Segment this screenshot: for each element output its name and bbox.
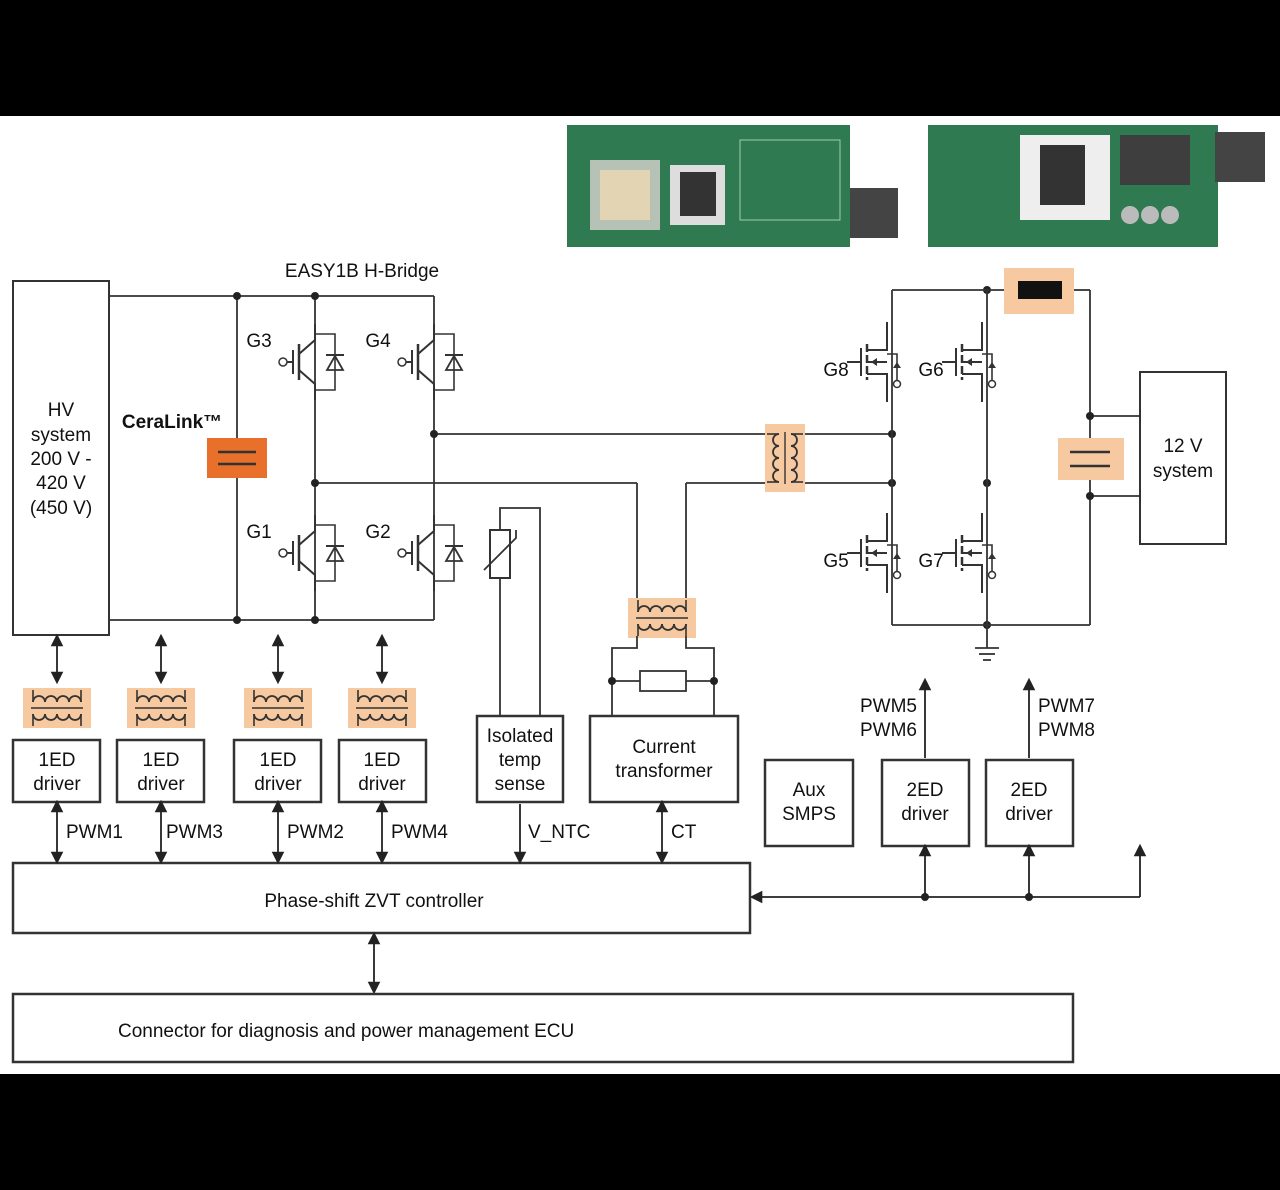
vntc-label: V_NTC [528, 822, 590, 843]
output-capacitor [1058, 438, 1124, 480]
aux-line-2: SMPS [782, 804, 836, 825]
lv-system-block [1139, 371, 1227, 545]
pwm1-label: PWM1 [66, 822, 123, 843]
driver-2-group: 1ED driver [232, 633, 323, 804]
hv-line-5: (450 V) [30, 498, 92, 519]
lv-line-1: 12 V [1163, 436, 1202, 457]
ct-transformer [627, 597, 697, 639]
gate-g4: G4 [365, 331, 391, 352]
pcb-photo-right [928, 125, 1265, 247]
iso-line-3: sense [495, 774, 546, 795]
main-transformer [764, 423, 806, 493]
driver-2ed-b-line-2: driver [1005, 804, 1053, 825]
driver-4-line-1: 1ED [364, 750, 401, 771]
ceralink-capacitor [207, 438, 267, 478]
lv-wiring [891, 289, 1140, 648]
pwm56-line-1: PWM5 [860, 696, 917, 717]
lv-control-bus [749, 843, 1147, 904]
pwm3-label: PWM3 [166, 822, 223, 843]
pwm78-line-1: PWM7 [1038, 696, 1095, 717]
driver-4-group: 1ED driver [337, 633, 428, 804]
pwm78-line-2: PWM8 [1038, 720, 1095, 741]
gate-g1: G1 [246, 522, 271, 543]
gate-g8: G8 [823, 360, 848, 381]
driver-3-line-1: 1ED [143, 750, 180, 771]
hv-system-block [12, 280, 110, 636]
driver-2ed-a-line-1: 2ED [907, 780, 944, 801]
driver-2ed-a-line-2: driver [901, 804, 949, 825]
iso-line-1: Isolated [487, 726, 554, 747]
ground-symbol [975, 647, 999, 661]
hv-line-3: 200 V - [30, 449, 91, 470]
driver-1-line-1: 1ED [39, 750, 76, 771]
isolated-temp-sense-block [475, 714, 565, 804]
current-transformer-block [588, 714, 740, 804]
gate-g3: G3 [246, 331, 271, 352]
controller-label: Phase-shift ZVT controller [264, 891, 484, 912]
iso-line-2: temp [499, 750, 541, 771]
gate-g2: G2 [365, 522, 390, 543]
driver-2-line-2: driver [254, 774, 302, 795]
connector-label: Connector for diagnosis and power manage… [118, 1021, 574, 1042]
driver-3-group: 1ED driver [115, 633, 206, 804]
gate-g5: G5 [823, 551, 848, 572]
ntc-thermistor [483, 507, 541, 716]
driver-1-group: 1ED driver [11, 633, 102, 804]
hv-line-4: 420 V [36, 473, 86, 494]
ct-label: CT [671, 822, 697, 843]
connector-block [11, 992, 1075, 1064]
driver-2ed-b-line-1: 2ED [1011, 780, 1048, 801]
gate-g7: G7 [918, 551, 943, 572]
driver-3-line-2: driver [137, 774, 185, 795]
driver-4-line-2: driver [358, 774, 406, 795]
aux-smps-block [763, 758, 855, 848]
ceralink-label: CeraLink™ [122, 412, 222, 433]
pwm56-line-2: PWM6 [860, 720, 917, 741]
hv-line-2: system [31, 425, 91, 446]
dc-bus [109, 295, 892, 621]
controller-block [11, 861, 752, 935]
ct-line-1: Current [632, 737, 696, 758]
driver-1-line-2: driver [33, 774, 81, 795]
pwm2-label: PWM2 [287, 822, 344, 843]
bridge-title: EASY1B H-Bridge [285, 261, 439, 282]
pcb-photo-left [567, 125, 898, 247]
aux-line-1: Aux [793, 780, 826, 801]
pwm4-label: PWM4 [391, 822, 448, 843]
ct-line-2: transformer [615, 761, 713, 782]
signal-arrows [50, 799, 669, 995]
lv-line-2: system [1153, 461, 1213, 482]
driver-2-line-1: 1ED [260, 750, 297, 771]
hv-line-1: HV [48, 400, 75, 421]
driver-2ed-a [880, 758, 971, 848]
gate-g6: G6 [918, 360, 943, 381]
driver-2ed-b [984, 758, 1075, 848]
